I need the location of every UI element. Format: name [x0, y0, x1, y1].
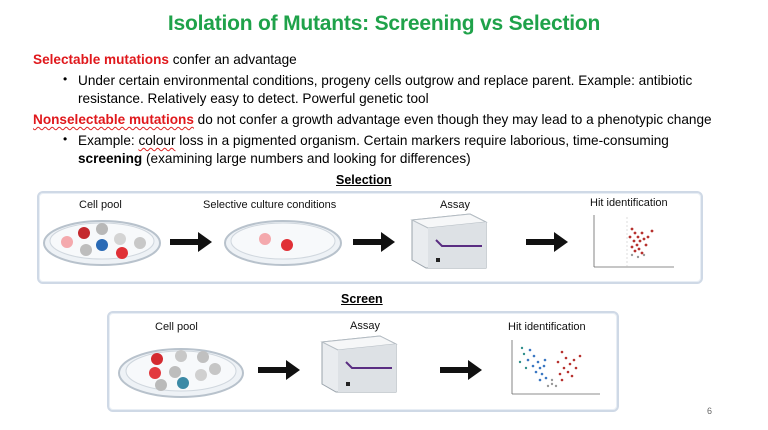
- bullet-dot: •: [63, 132, 68, 146]
- slide-title: Isolation of Mutants: Screening vs Selec…: [167, 12, 601, 35]
- cell-icon: [169, 366, 181, 378]
- screen-heading: Screen: [341, 292, 383, 306]
- arrow-right-icon: [258, 360, 300, 380]
- arrow-right-icon: [526, 232, 568, 252]
- screen-hit-label: Hit identification: [508, 321, 586, 333]
- nonselectable-line: Nonselectable mutations do not confer a …: [33, 111, 712, 128]
- cell-icon: [78, 227, 90, 239]
- cell-icon: [281, 239, 293, 251]
- nonselectable-bullet-1: Example: colour loss in a pigmented orga…: [78, 132, 669, 149]
- bullet-tail: (examining large numbers and looking for…: [142, 151, 471, 166]
- selectable-line: Selectable mutations confer an advantage: [33, 51, 297, 68]
- cell-icon: [151, 353, 163, 365]
- selection-selective-label: Selective culture conditions: [203, 199, 337, 211]
- assay-machine-icon: [320, 335, 398, 393]
- screening-word: screening: [78, 151, 143, 166]
- selection-heading: Selection: [336, 173, 392, 187]
- nonselectable-bullet-2: screening (examining large numbers and l…: [78, 150, 471, 167]
- cell-icon: [209, 363, 221, 375]
- volcano-plot-icon: [593, 215, 674, 268]
- cell-icon: [61, 236, 73, 248]
- volcano-plot-icon: [511, 340, 600, 395]
- cell-icon: [116, 247, 128, 259]
- bullet-rest: loss in a pigmented organism. Certain ma…: [175, 133, 669, 148]
- selectable-term: Selectable mutations: [33, 52, 169, 67]
- selection-assay-label: Assay: [440, 199, 470, 211]
- cell-icon: [96, 223, 108, 235]
- selection-hit-label: Hit identification: [590, 197, 668, 209]
- screen-assay-label: Assay: [350, 320, 380, 332]
- cell-icon: [96, 239, 108, 251]
- cell-icon: [134, 237, 146, 249]
- petri-dish-icon: [224, 220, 342, 266]
- cell-icon: [114, 233, 126, 245]
- nonselectable-term: Nonselectable mutations: [33, 112, 194, 127]
- cell-icon: [197, 351, 209, 363]
- bullet-prefix: Example:: [78, 133, 139, 148]
- nonselectable-rest: do not confer a growth advantage even th…: [193, 112, 712, 127]
- cell-icon: [177, 377, 189, 389]
- cell-icon: [80, 244, 92, 256]
- page-number: 6: [706, 406, 712, 416]
- cell-icon: [175, 350, 187, 362]
- colour-word: colour: [138, 133, 176, 148]
- petri-dish-icon: [118, 348, 244, 398]
- petri-dish-icon: [43, 220, 161, 266]
- selectable-rest: confer an advantage: [168, 52, 297, 67]
- arrow-right-icon: [440, 360, 482, 380]
- screen-cell-pool-label: Cell pool: [155, 321, 198, 333]
- cell-icon: [259, 233, 271, 245]
- arrow-right-icon: [353, 232, 395, 252]
- selectable-bullet-1: Under certain environmental conditions, …: [78, 73, 693, 88]
- cell-icon: [149, 367, 161, 379]
- arrow-right-icon: [170, 232, 212, 252]
- bullet-dot: •: [63, 72, 68, 86]
- assay-machine-icon: [410, 213, 488, 269]
- selection-cell-pool-label: Cell pool: [79, 199, 122, 211]
- cell-icon: [155, 379, 167, 391]
- cell-icon: [195, 369, 207, 381]
- selectable-bullet-2: resistance. Relatively easy to detect. P…: [78, 91, 429, 106]
